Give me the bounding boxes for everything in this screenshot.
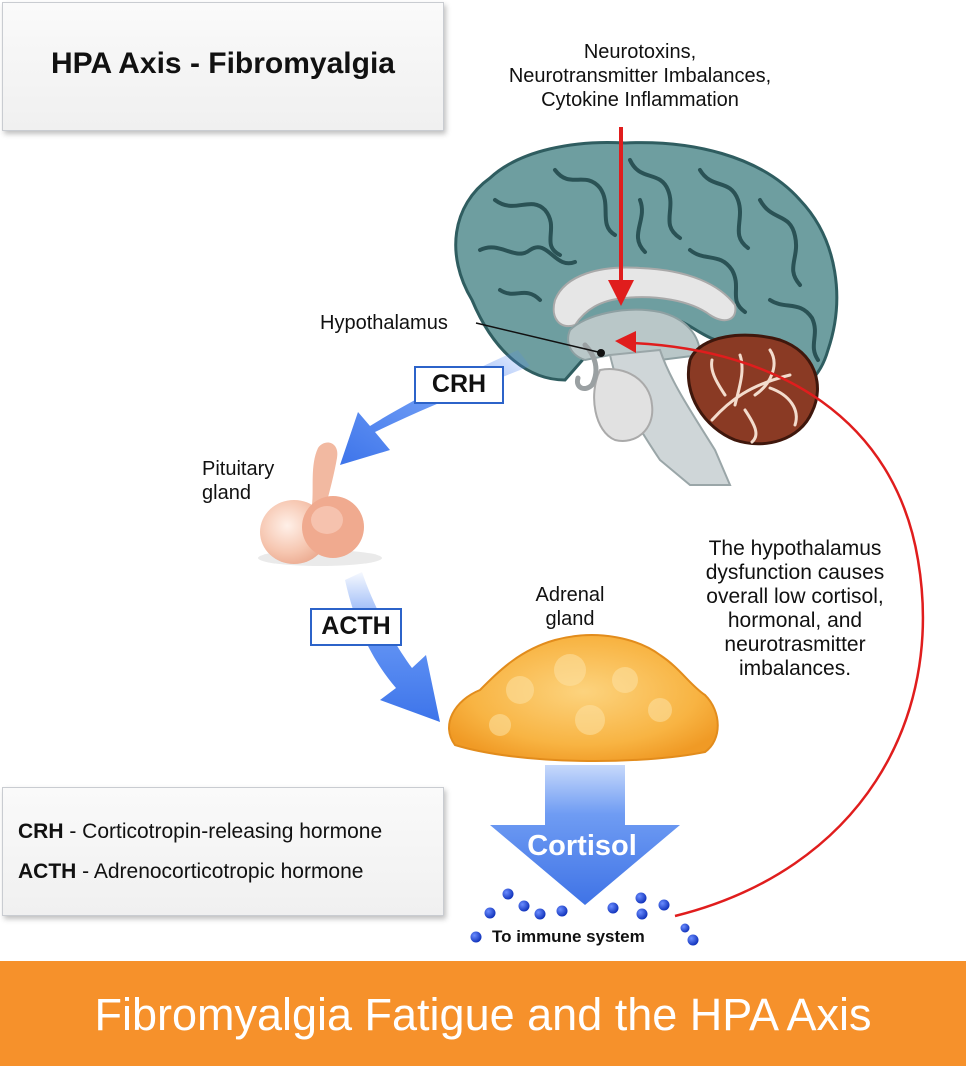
brain-illustration — [454, 141, 839, 486]
pituitary-label: Pituitary gland — [202, 457, 274, 505]
footer-banner: Fibromyalgia Fatigue and the HPA Axis — [0, 961, 966, 1066]
causes-line-3: Cytokine Inflammation — [541, 89, 739, 111]
adrenal-label: Adrenal gland — [515, 583, 625, 631]
neurotoxin-arrow — [608, 127, 634, 306]
cerebellum-tree — [710, 348, 798, 444]
pituitary-gland-illustration — [258, 442, 382, 566]
cortisol-arrow — [490, 765, 680, 905]
legend-row-acth: ACTH - Adrenocorticotropic hormone — [18, 860, 363, 884]
pons — [593, 368, 654, 442]
hypothalamus-label: Hypothalamus — [320, 312, 448, 334]
causes-line-1: Neurotoxins, — [583, 41, 697, 63]
corpus-callosum — [552, 266, 737, 328]
dysfunction-line-3: overall low cortisol, — [706, 585, 884, 608]
feedback-arrow — [615, 331, 925, 918]
footer-title: Fibromyalgia Fatigue and the HPA Axis — [94, 989, 872, 1040]
hypothalamus-pointer-line — [475, 322, 599, 353]
cortisol-label: Cortisol — [527, 830, 637, 862]
legend-acth-desc: - Adrenocorticotropic hormone — [76, 860, 364, 883]
dysfunction-line-2: dysfunction causes — [705, 561, 885, 584]
legend-crh-abbr: CRH — [18, 820, 64, 843]
adrenal-gland-illustration — [448, 634, 719, 763]
dysfunction-line-1: The hypothalamus — [708, 537, 882, 560]
adrenal-label-line-1: Adrenal — [535, 584, 605, 606]
hypothalamus-dot — [597, 349, 605, 357]
pituitary-label-line-2: gland — [202, 482, 251, 504]
cortisol-molecules — [470, 888, 699, 946]
acth-tag: ACTH — [310, 608, 402, 646]
crh-tag: CRH — [414, 366, 504, 404]
diagram-title: HPA Axis - Fibromyalgia — [51, 47, 395, 80]
legend-acth-abbr: ACTH — [18, 860, 77, 883]
title-box: HPA Axis - Fibromyalgia — [2, 2, 444, 131]
acth-arrow — [345, 572, 440, 722]
dysfunction-line-4: hormonal, and — [727, 609, 863, 632]
legend-crh-desc: - Corticotropin-releasing hormone — [63, 820, 383, 843]
dysfunction-line-5: neurotrasmitter — [724, 633, 866, 656]
causes-label: Neurotoxins, Neurotransmitter Imbalances… — [470, 40, 810, 112]
dysfunction-line-6: imbalances. — [738, 657, 852, 680]
pituitary-stalk — [574, 342, 599, 391]
immune-system-label: To immune system — [492, 927, 645, 946]
adrenal-label-line-2: gland — [545, 608, 595, 630]
brain-folds — [478, 158, 820, 362]
dysfunction-note: The hypothalamus dysfunction causes over… — [660, 537, 930, 681]
pituitary-label-line-1: Pituitary — [202, 458, 275, 480]
legend-row-crh: CRH - Corticotropin-releasing hormone — [18, 820, 382, 844]
legend-box: CRH - Corticotropin-releasing hormone AC… — [2, 787, 444, 916]
causes-line-2: Neurotransmitter Imbalances, — [508, 65, 772, 87]
